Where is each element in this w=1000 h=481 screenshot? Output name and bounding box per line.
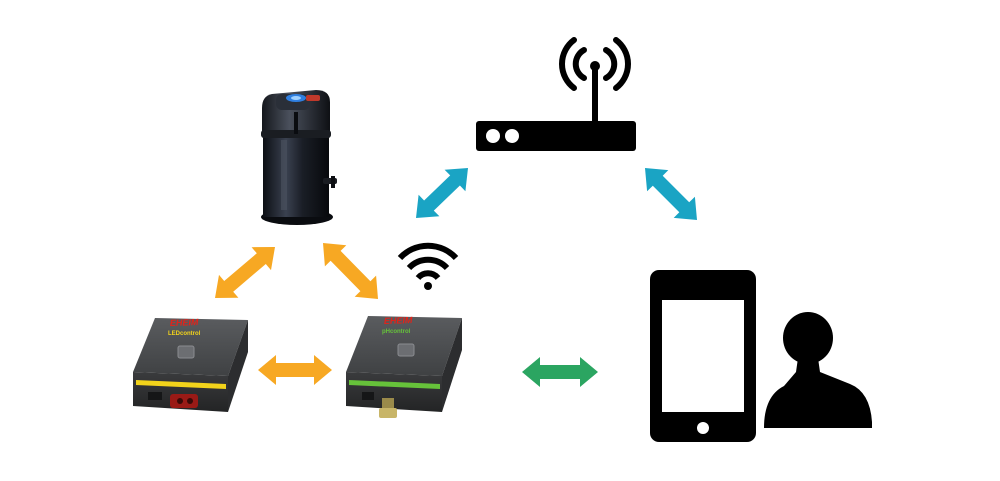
arrow-filter-to-led-module <box>215 247 275 298</box>
connection-arrows <box>215 168 697 387</box>
wifi-module-sub-label: pHcontrol <box>382 329 411 335</box>
canister-filter-icon <box>261 90 337 225</box>
wifi-router-icon <box>476 61 636 151</box>
arrow-filter-to-wifi-module <box>323 243 378 299</box>
smartphone-icon <box>650 270 756 442</box>
user-icon <box>764 312 872 428</box>
radio-waves-icon <box>559 37 631 91</box>
arrow-led-module-to-wifi-module <box>258 355 332 385</box>
wifi-module-brand-label: EHEIM <box>384 315 413 326</box>
arrow-router-to-smartphone <box>645 168 697 220</box>
led-control-module-icon: EHEIM LEDcontrol <box>133 317 248 412</box>
led-module-sub-label: LEDcontrol <box>168 331 201 337</box>
arrow-router-to-wifi-module <box>416 168 468 218</box>
arrow-wifi-module-to-smartphone <box>522 357 598 387</box>
wifi-control-module-icon: EHEIM pHcontrol <box>346 315 462 418</box>
wifi-dot-icon <box>424 282 432 290</box>
led-module-brand-label: EHEIM <box>170 317 199 328</box>
wifi-icon <box>397 242 459 281</box>
